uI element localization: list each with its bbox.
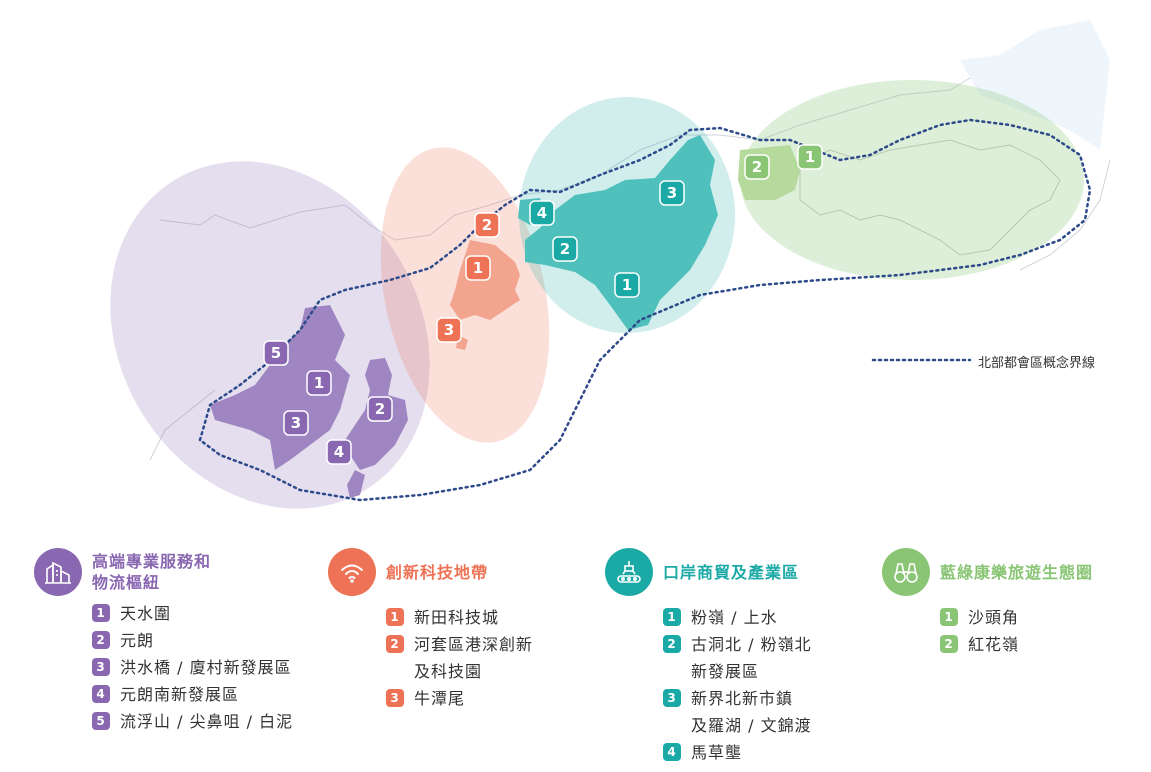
map-marker-green-2: 2 bbox=[744, 154, 770, 180]
map-marker-purple-1: 1 bbox=[306, 370, 332, 396]
wifi-icon bbox=[328, 548, 376, 596]
svg-text:3: 3 bbox=[444, 321, 454, 339]
map-marker-coral-2: 2 bbox=[474, 212, 500, 238]
map-marker-purple-2: 2 bbox=[367, 396, 393, 422]
svg-text:1: 1 bbox=[473, 259, 483, 277]
svg-text:2: 2 bbox=[560, 240, 570, 258]
binoculars-icon bbox=[882, 548, 930, 596]
region-purple-ellipse bbox=[110, 161, 430, 509]
map-markers: 1 2 3 4 5 1 2 3 1 2 3 4 1 2 bbox=[263, 144, 823, 465]
category-title: 口岸商貿及產業區 bbox=[663, 562, 800, 582]
svg-text:4: 4 bbox=[537, 204, 547, 222]
category-title: 高端專業服務和 物流樞紐 bbox=[92, 552, 212, 592]
map-marker-teal-4: 4 bbox=[529, 200, 555, 226]
map-marker-purple-4: 4 bbox=[326, 439, 352, 465]
svg-text:1: 1 bbox=[805, 148, 815, 166]
map-marker-green-1: 1 bbox=[797, 144, 823, 170]
map-background bbox=[149, 29, 1111, 461]
map-marker-teal-2: 2 bbox=[552, 236, 578, 262]
map-marker-purple-5: 5 bbox=[263, 340, 289, 366]
buildings-icon bbox=[34, 548, 82, 596]
map-marker-teal-3: 3 bbox=[659, 180, 685, 206]
svg-text:2: 2 bbox=[752, 158, 762, 176]
boundary-legend-label: 北部都會區概念界線 bbox=[978, 356, 1096, 371]
svg-text:3: 3 bbox=[291, 414, 301, 432]
map-marker-coral-3: 3 bbox=[436, 317, 462, 343]
category-title: 創新科技地帶 bbox=[386, 562, 489, 582]
svg-text:3: 3 bbox=[667, 184, 677, 202]
conveyor-icon bbox=[605, 548, 653, 596]
svg-text:1: 1 bbox=[314, 374, 324, 392]
map-marker-teal-1: 1 bbox=[614, 272, 640, 298]
metropolis-boundary-line bbox=[198, 118, 1092, 502]
svg-text:1: 1 bbox=[622, 276, 632, 294]
svg-text:5: 5 bbox=[271, 344, 281, 362]
svg-text:2: 2 bbox=[375, 400, 385, 418]
map-marker-purple-3: 3 bbox=[283, 410, 309, 436]
svg-text:2: 2 bbox=[482, 216, 492, 234]
category-title: 藍綠康樂旅遊生態圈 bbox=[940, 562, 1094, 582]
sea-fill bbox=[960, 20, 1110, 150]
map-marker-coral-1: 1 bbox=[465, 255, 491, 281]
green-coastline bbox=[799, 139, 1061, 256]
region-green-ellipse bbox=[740, 80, 1084, 280]
svg-text:4: 4 bbox=[334, 443, 344, 461]
